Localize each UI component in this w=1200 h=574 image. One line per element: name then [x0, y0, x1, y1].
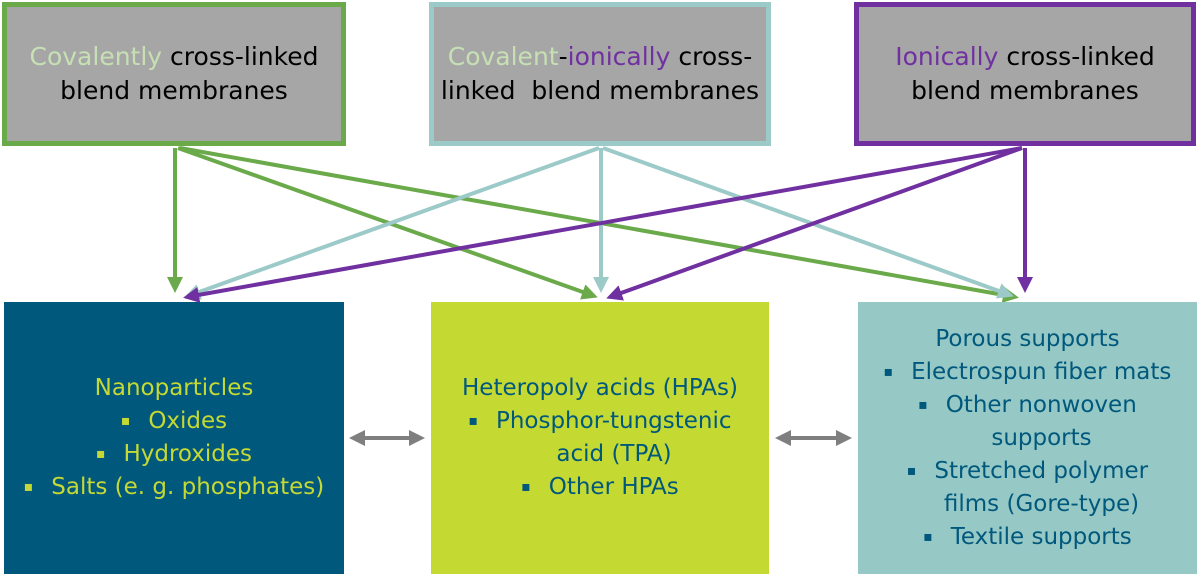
arrow-covionic-to-porous [602, 146, 1014, 299]
hpa-box: Heteropoly acids (HPAs) ▪ Phosphor-tungst… [431, 302, 769, 574]
nanoparticles-title: Nanoparticles [94, 375, 254, 401]
porous-item-stretched: Stretched polymer [934, 457, 1149, 484]
arrow-ionic-to-nanoparticles [183, 146, 1023, 303]
ionic-label: Ionically [895, 42, 999, 71]
porous-supports-box: Porous supports ▪Electrospun fiber mats … [858, 302, 1197, 574]
covalent-crosslinked-box: Covalently cross-linked blend membranes [2, 2, 346, 146]
covion-hyphen: - [558, 42, 568, 71]
list-item-continuation: films (Gore-type) [943, 490, 1140, 517]
covion-ionic-label: ionically [567, 42, 671, 71]
list-item: ▪ Textile supports [923, 521, 1132, 554]
hpa-title: Heteropoly acids (HPAs) [462, 375, 738, 401]
covion-covalent-label: Covalent [447, 42, 559, 71]
covalent-label-rest: cross-linked [162, 42, 319, 71]
ionic-line2: blend membranes [911, 76, 1139, 105]
hpa-item-other: Other HPAs [548, 474, 679, 500]
porous-item-textile: Textile supports [950, 523, 1132, 550]
arrow-covionic-to-nanoparticles [184, 146, 600, 300]
bullet-icon: ▪ [120, 413, 131, 429]
bullet-icon: ▪ [23, 479, 34, 495]
bullet-icon: ▪ [906, 462, 917, 479]
porous-item-nonwoven: Other nonwoven [945, 391, 1137, 418]
list-item: ▪ Other nonwoven [918, 389, 1137, 422]
covalent-line2: blend membranes [60, 76, 288, 105]
bullet-icon: ▪ [923, 528, 933, 545]
covion-line2: linked blend membranes [440, 76, 760, 105]
list-item: ▪ Stretched polymer [907, 455, 1148, 488]
covalent-ionic-crosslinked-box: Covalent-ionically cross- linked blend m… [429, 2, 771, 146]
ionic-label-rest: cross-linked [998, 42, 1155, 71]
bullet-icon: ▪ [521, 479, 531, 495]
hpa-item-tpa: Phosphor-tungstenic [495, 408, 732, 434]
arrow-ionic-to-hpa [606, 146, 1023, 301]
covalent-label: Covalently [29, 42, 163, 71]
list-item: ▪ Phosphor-tungstenic [468, 405, 731, 438]
arrow-covalent-to-hpa [177, 146, 598, 300]
nanoparticles-box: Nanoparticles ▪ Oxides ▪ Hydroxides ▪ Salts… [4, 302, 344, 574]
porous-title: Porous supports [935, 325, 1120, 352]
list-item: ▪ Salts (e. g. phosphates) [24, 471, 325, 504]
bullet-icon: ▪ [883, 363, 894, 380]
covion-label-rest: cross- [670, 42, 753, 71]
list-item-continuation: acid (TPA) [556, 441, 672, 467]
ionic-crosslinked-box: Ionically cross-linked blend membranes [854, 2, 1196, 146]
nano-item-hydroxides: Hydroxides [123, 441, 253, 467]
bullet-icon: ▪ [468, 413, 478, 429]
list-item-continuation: supports [991, 424, 1092, 451]
bullet-icon: ▪ [95, 446, 106, 462]
porous-item-electrospun: Electrospun fiber mats [911, 358, 1172, 385]
list-item: ▪ Hydroxides [96, 438, 252, 471]
list-item: ▪ Electrospun fiber mats [884, 356, 1172, 389]
bullet-icon: ▪ [918, 396, 928, 413]
nano-item-salts: Salts (e. g. phosphates) [51, 474, 325, 500]
nano-item-oxides: Oxides [148, 408, 228, 434]
list-item: ▪ Oxides [121, 405, 227, 438]
list-item: ▪ Other HPAs [521, 471, 679, 504]
